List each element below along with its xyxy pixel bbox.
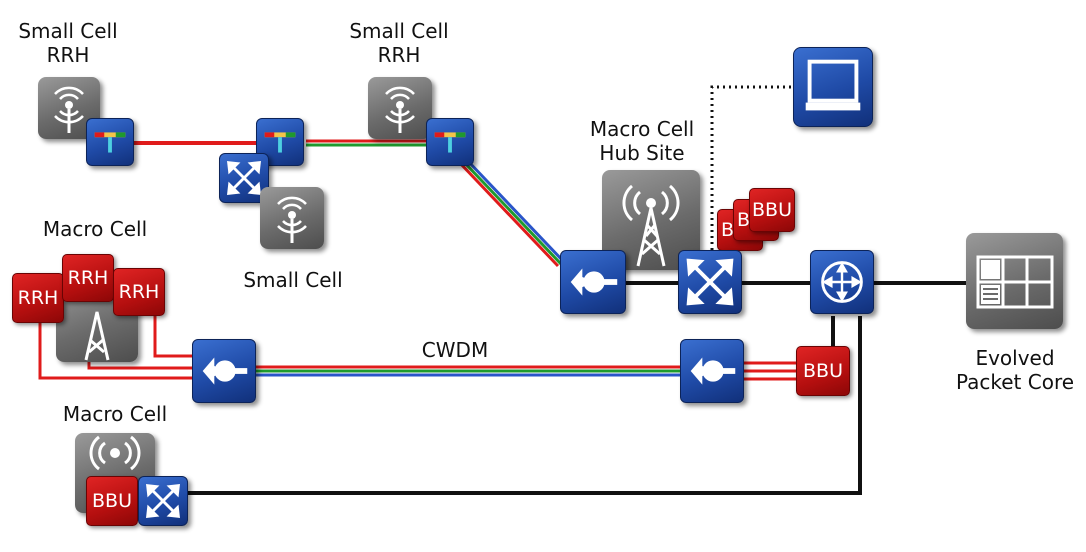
label-small-cell: Small Cell — [243, 268, 343, 292]
core-router[interactable] — [810, 250, 874, 314]
small-cell[interactable] — [260, 187, 324, 249]
optical-tap-icon — [434, 132, 466, 153]
antenna-icon — [277, 196, 307, 243]
bbu-stack-front[interactable]: BBU — [749, 188, 795, 232]
evolved-packet-core-server[interactable] — [966, 233, 1063, 329]
macro-cell-wdm-mux[interactable] — [192, 339, 256, 403]
link-mux-to-bbu — [742, 361, 798, 381]
bbu-macro-cell-2[interactable]: BBU — [86, 476, 138, 526]
bbu-cwdm[interactable]: BBU — [796, 346, 850, 396]
optical-tap-icon — [264, 132, 296, 153]
router-icon — [821, 261, 863, 303]
rrh-macro-cell-1-right[interactable]: RRH — [113, 268, 165, 316]
label-small-cell-rrh-1: Small Cell RRH — [18, 19, 118, 67]
rrh-macro-cell-1-center[interactable]: RRH — [62, 254, 114, 302]
label-cwdm: CWDM — [421, 338, 489, 362]
label-macro-cell-1: Macro Cell — [42, 217, 148, 241]
link-hub-to-monitor — [710, 85, 794, 250]
rrh-macro-cell-1-left[interactable]: RRH — [12, 273, 64, 323]
monitor-icon — [805, 59, 861, 111]
link-macro2-to-router — [186, 316, 862, 495]
hub-cwdm-mux[interactable] — [680, 339, 744, 403]
optical-tap-1[interactable] — [86, 118, 134, 166]
link-tap2-to-tap3 — [306, 139, 428, 147]
small-cell-rrh-2[interactable] — [368, 77, 432, 139]
packet-core-icon — [976, 255, 1054, 309]
cell-tower-icon — [622, 184, 680, 267]
switch-icon — [146, 484, 180, 518]
hub-switch[interactable] — [678, 250, 742, 314]
antenna-icon — [54, 86, 84, 133]
switch-macro-cell-2[interactable] — [138, 476, 188, 526]
link-tap3-to-hub-mux — [457, 156, 566, 268]
management-monitor[interactable] — [793, 47, 873, 127]
link-cwdm — [256, 365, 682, 377]
wdm-mux-icon — [202, 357, 248, 385]
hub-wdm-mux[interactable] — [560, 250, 626, 314]
label-small-cell-rrh-2: Small Cell RRH — [349, 19, 449, 67]
cell-tower-icon — [89, 435, 141, 471]
cell-tower-icon — [84, 311, 110, 361]
antenna-icon — [385, 86, 415, 133]
optical-tap-icon — [94, 132, 126, 153]
wdm-mux-icon — [570, 268, 618, 296]
label-evolved-packet-core: Evolved Packet Core — [955, 346, 1075, 394]
switch-icon — [227, 161, 261, 195]
wdm-mux-icon — [690, 357, 736, 385]
optical-tap-2[interactable] — [256, 118, 304, 166]
label-macro-cell-2: Macro Cell — [62, 402, 168, 426]
label-macro-cell-hub-site: Macro Cell Hub Site — [589, 117, 695, 165]
optical-tap-3[interactable] — [426, 118, 474, 166]
switch-icon — [686, 258, 734, 306]
